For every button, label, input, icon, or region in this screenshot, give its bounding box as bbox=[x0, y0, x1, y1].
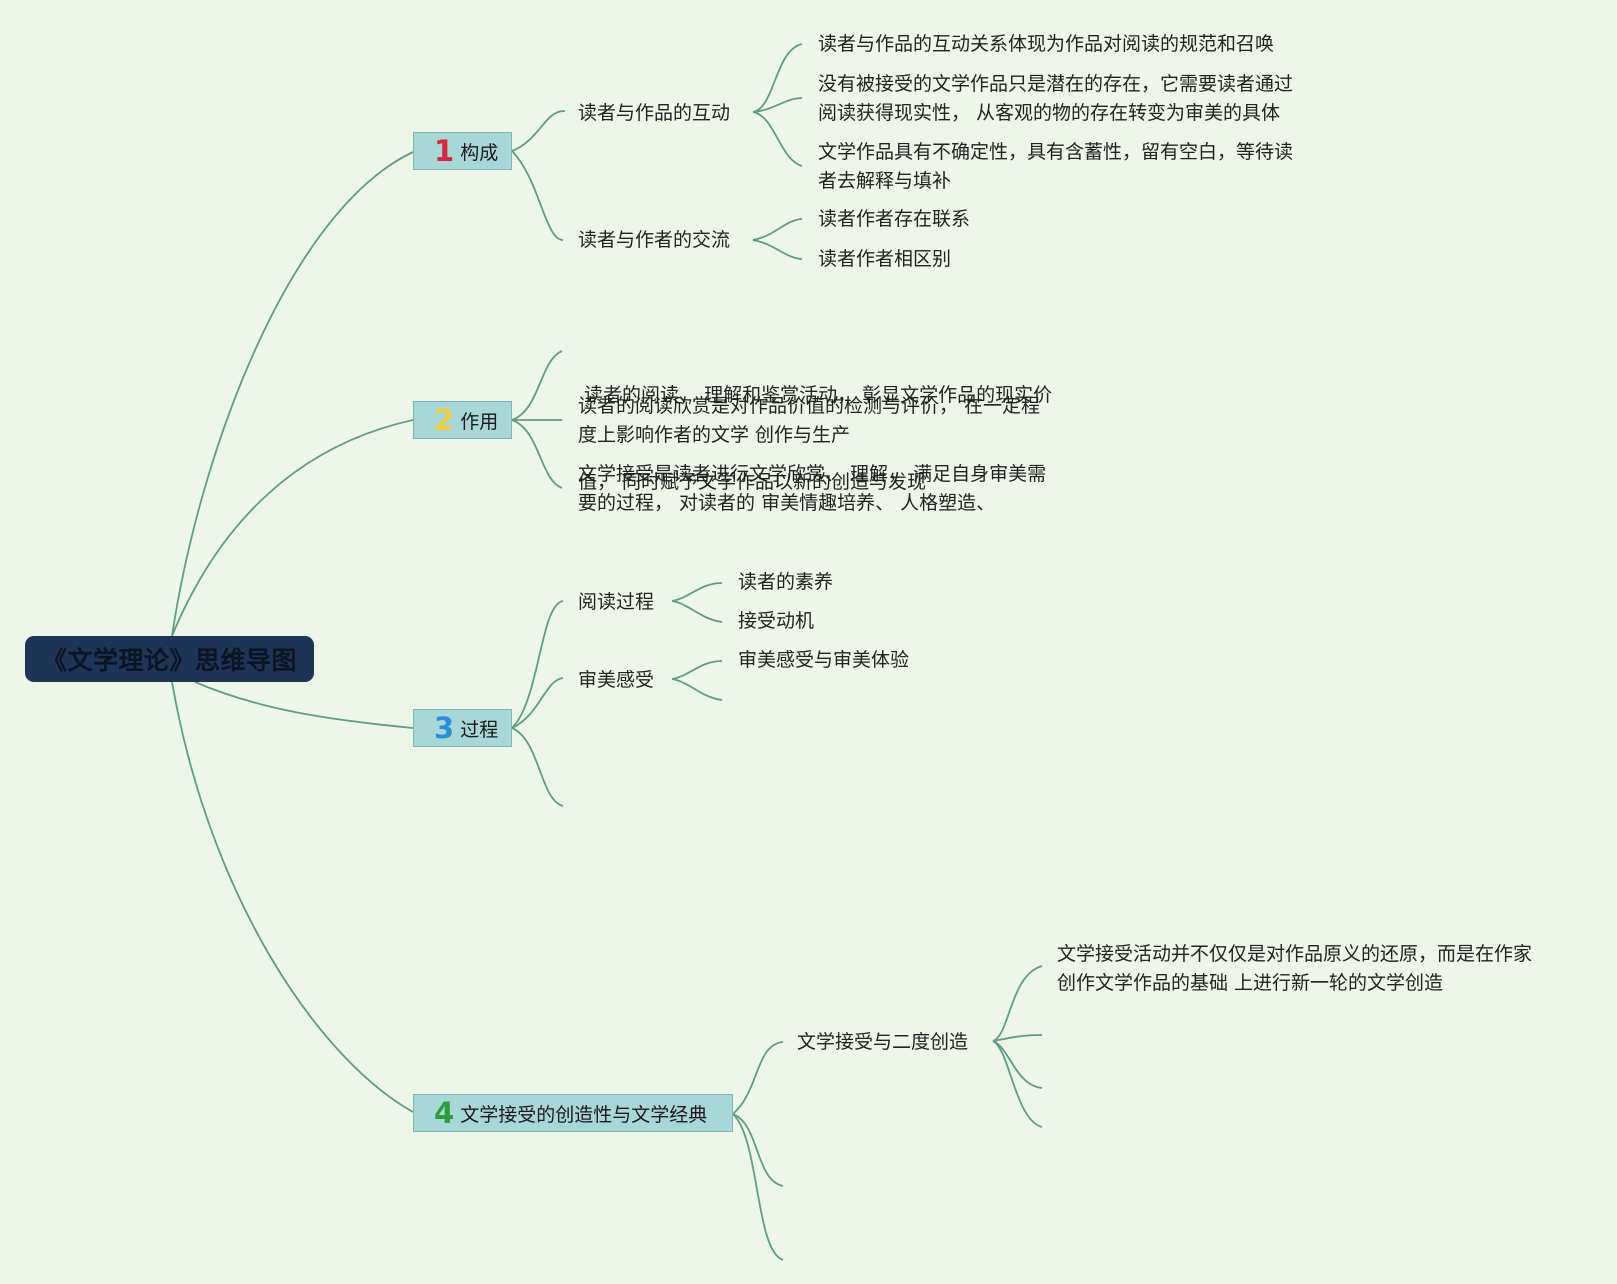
root-node[interactable]: 《文学理论》思维导图 bbox=[25, 636, 314, 682]
leaf-3-2-1[interactable]: 审美感受与审美体验 bbox=[738, 649, 910, 671]
topic-4-label: 文学接受的创造性与文学经典 bbox=[460, 1103, 708, 1126]
leaf-4-1-1[interactable]: 文学接受活动并不仅仅是对作品原义的还原，而是在作家 创作文学作品的基础 上进行新… bbox=[1057, 943, 1533, 994]
leaf-3-1-1[interactable]: 读者的素养 bbox=[738, 571, 834, 593]
topic-4-node[interactable]: 4 文学接受的创造性与文学经典 bbox=[413, 1094, 733, 1132]
connector-topic4-sub1 bbox=[732, 1041, 784, 1115]
topic-1-label: 构成 bbox=[460, 141, 499, 164]
connector-topic4-empty2 bbox=[732, 1113, 784, 1261]
connector-sub32-leaf1 bbox=[671, 660, 723, 680]
topic-2-label: 作用 bbox=[460, 410, 499, 433]
subtopic-reading-process[interactable]: 阅读过程 bbox=[578, 591, 655, 613]
connector-sub41-leaf1 bbox=[992, 965, 1043, 1042]
connector-sub1-leaf3 bbox=[752, 111, 803, 167]
connector-sub2-leaf1 bbox=[752, 218, 803, 241]
subtopic-reception-recreation[interactable]: 文学接受与二度创造 bbox=[797, 1031, 969, 1053]
connector-topic3-empty bbox=[511, 727, 564, 807]
leaf-1-1-2[interactable]: 没有被接受的文学作品只是潜在的存在，它需要读者通过 阅读获得现实性， 从客观的物… bbox=[818, 73, 1294, 124]
subtopic-reader-author-exchange[interactable]: 读者与作者的交流 bbox=[578, 229, 731, 251]
connector-root-topic2 bbox=[171, 419, 414, 637]
leaf-1-1-1[interactable]: 读者与作品的互动关系体现为作品对阅读的规范和召唤 bbox=[818, 33, 1275, 55]
leaf-2-3[interactable]: 文学接受是读者进行文学欣赏、 理解， 满足自身审美需 要的过程， 对读者的 审美… bbox=[578, 463, 1047, 514]
topic-2-number: 2 bbox=[434, 402, 455, 437]
connector-topic1-sub2 bbox=[511, 150, 564, 241]
connector-sub41-empty1 bbox=[992, 1034, 1043, 1042]
connector-root-topic1 bbox=[171, 151, 414, 637]
connector-sub41-empty2 bbox=[992, 1040, 1043, 1089]
connector-sub1-leaf2 bbox=[752, 97, 803, 113]
topic-1-number: 1 bbox=[434, 133, 455, 168]
connector-topic4-empty1 bbox=[732, 1113, 784, 1187]
leaf-3-1-2[interactable]: 接受动机 bbox=[738, 610, 815, 632]
leaf-1-2-1[interactable]: 读者作者存在联系 bbox=[818, 208, 971, 230]
root-label: 《文学理论》思维导图 bbox=[41, 646, 297, 675]
subtopic-reader-work-interaction[interactable]: 读者与作品的互动 bbox=[578, 102, 731, 124]
leaf-2-1[interactable]: 读者的阅读、 理解和鉴赏活动， 彰显文学作品的现实价 值， 同时赋予文学作品以新… bbox=[578, 384, 1053, 493]
connector-topic3-sub1 bbox=[511, 600, 564, 729]
connector-topic1-sub1 bbox=[511, 110, 566, 152]
topic-1-node[interactable]: 1 构成 bbox=[413, 132, 512, 170]
subtopic-aesthetic-perception[interactable]: 审美感受 bbox=[578, 669, 655, 691]
leaf-2-2[interactable]: 读者的阅读欣赏是对作品价值的检测与评价， 在一定程 度上影响作者的文学 创作与生… bbox=[578, 395, 1041, 446]
topic-3-number: 3 bbox=[434, 710, 455, 745]
connector-sub31-leaf1 bbox=[671, 582, 723, 602]
connector-root-topic3 bbox=[194, 681, 414, 729]
topic-3-label: 过程 bbox=[460, 718, 499, 741]
connector-sub32-empty bbox=[671, 678, 723, 701]
topic-3-node[interactable]: 3 过程 bbox=[413, 709, 512, 747]
topic-2-node[interactable]: 2 作用 bbox=[413, 401, 512, 439]
connector-topic2-leaf1 bbox=[511, 350, 563, 421]
connector-sub31-leaf2 bbox=[671, 600, 723, 623]
connector-sub1-leaf1 bbox=[752, 43, 803, 113]
leaf-1-1-3[interactable]: 文学作品具有不确定性，具有含蓄性，留有空白，等待读 者去解释与填补 bbox=[818, 141, 1294, 192]
connector-topic2-leaf3 bbox=[511, 419, 563, 489]
connector-sub2-leaf2 bbox=[752, 239, 803, 260]
leaf-1-2-2[interactable]: 读者作者相区别 bbox=[818, 248, 952, 270]
connector-sub41-empty3 bbox=[992, 1040, 1043, 1128]
connector-root-topic4 bbox=[171, 681, 414, 1113]
connector-topic3-sub2 bbox=[511, 677, 564, 729]
topic-4-number: 4 bbox=[434, 1095, 455, 1130]
